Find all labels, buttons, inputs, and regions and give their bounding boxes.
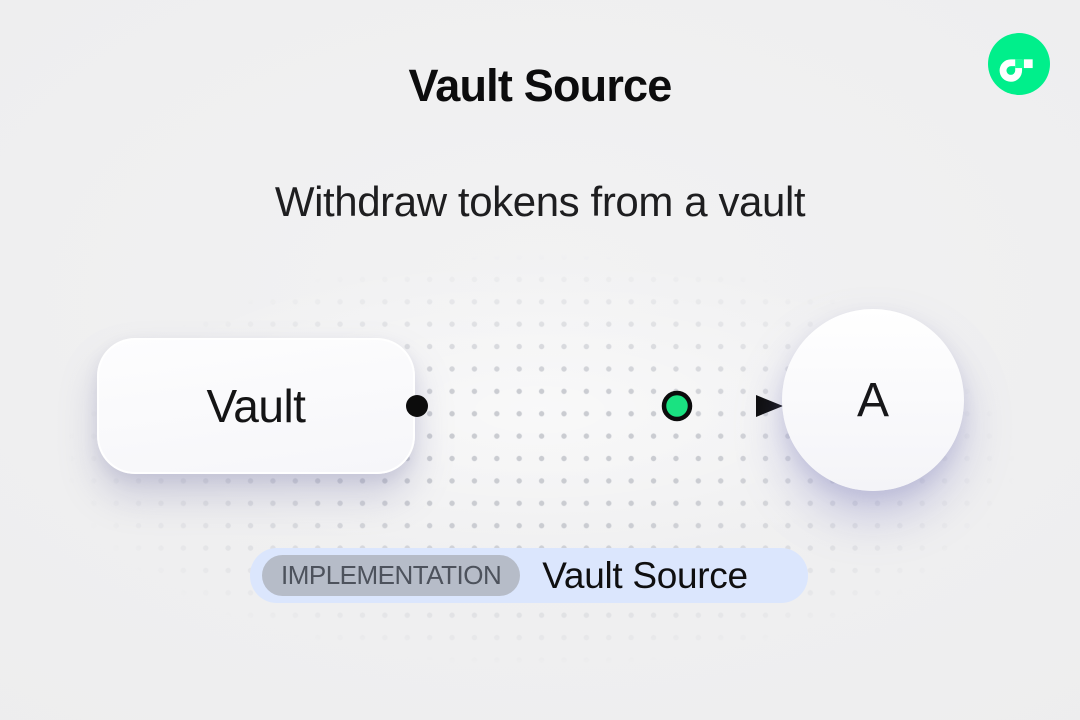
- flow-logo-white-square: [1023, 59, 1033, 69]
- vault-node-label: Vault: [206, 380, 306, 432]
- edge-arrow: [406, 390, 783, 422]
- vault-node: Vault: [97, 338, 415, 474]
- recipient-node: A: [782, 309, 964, 491]
- flow-logo-icon: [988, 33, 1050, 95]
- arrowhead-icon: [756, 395, 783, 417]
- recipient-node-label: A: [856, 373, 889, 427]
- flow-logo-accent-square: [1015, 59, 1024, 69]
- implementation-badge: IMPLEMENTATION Vault Source: [250, 548, 808, 603]
- page-subtitle: Withdraw tokens from a vault: [274, 178, 806, 225]
- page-title: Vault Source: [408, 60, 673, 111]
- token-dot: [661, 390, 693, 422]
- implementation-label: Vault Source: [542, 554, 748, 596]
- edge-start-dot: [406, 395, 428, 417]
- implementation-tag: IMPLEMENTATION: [262, 555, 521, 596]
